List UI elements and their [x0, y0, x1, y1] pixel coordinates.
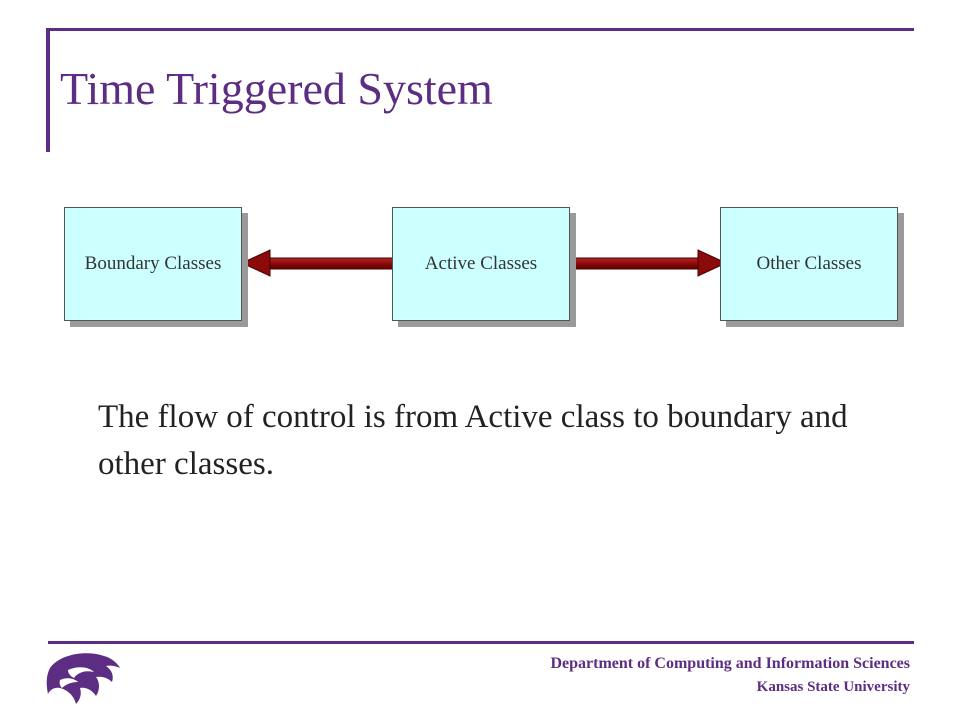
wildcat-logo-icon — [46, 653, 120, 704]
slide-frame-top-rule — [48, 28, 914, 31]
footer-department: Department of Computing and Information … — [550, 655, 910, 672]
footer-university: Kansas State University — [756, 679, 910, 695]
node-other-classes: Other Classes — [720, 207, 898, 321]
footer-rule — [48, 641, 914, 644]
node-active-label: Active Classes — [424, 253, 538, 274]
node-other-label: Other Classes — [756, 253, 862, 274]
arrow-active-to-other — [567, 249, 728, 277]
node-boundary-classes: Boundary Classes — [64, 207, 242, 321]
node-boundary-label: Boundary Classes — [84, 253, 222, 274]
slide-frame-left-rule — [46, 28, 50, 152]
node-active-classes: Active Classes — [392, 207, 570, 321]
slide-title: Time Triggered System — [60, 63, 493, 114]
arrow-active-to-boundary — [240, 249, 395, 277]
slide-body-text: The flow of control is from Active class… — [98, 399, 848, 482]
